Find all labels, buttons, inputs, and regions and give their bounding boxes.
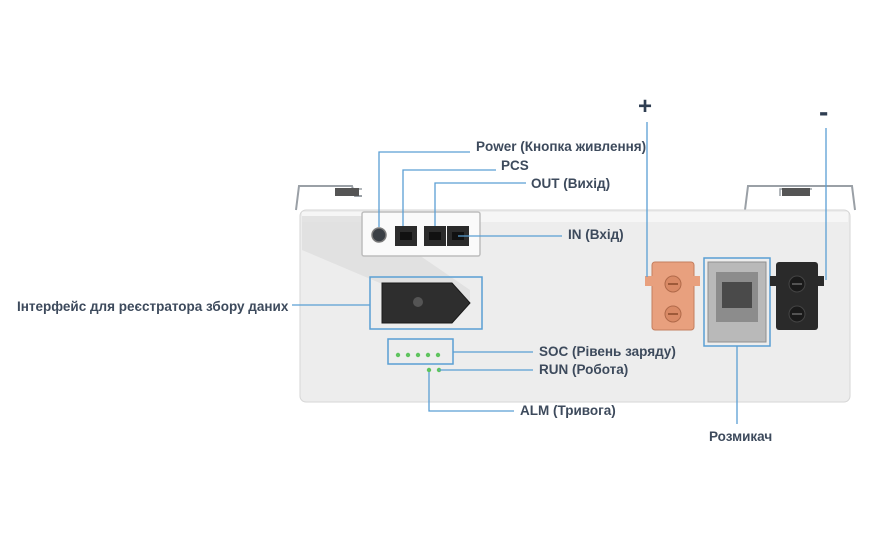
callout-lines [292, 122, 827, 424]
power-button-icon[interactable] [371, 227, 387, 243]
out-callout-line [434, 182, 526, 226]
soc-led-1 [395, 352, 401, 358]
breaker-label: Розмикач [709, 429, 773, 444]
pcs-label: PCS [501, 158, 529, 173]
datalogger-label: Інтерфейс для реєстратора збору даних [17, 299, 289, 314]
soc-led-row [395, 352, 441, 358]
housing-top-highlight [302, 212, 848, 222]
right-handle-clip [782, 188, 810, 196]
pcs-callout-line [402, 169, 496, 226]
negative-terminal [770, 262, 824, 330]
negative-sign: - [819, 96, 829, 127]
positive-terminal [645, 261, 700, 331]
soc-led-5 [435, 352, 441, 358]
left-handle-clip [335, 188, 359, 196]
alm-led [426, 367, 432, 373]
in-label: IN (Вхід) [568, 227, 624, 242]
alm-label: ALM (Тривога) [520, 403, 616, 418]
out-port [424, 226, 446, 246]
datalogger-socket [381, 282, 471, 324]
run-label: RUN (Робота) [539, 362, 629, 377]
power-callout-line [378, 151, 470, 227]
soc-label: SOC (Рівень заряду) [539, 344, 676, 359]
datalogger-highlight-box [369, 276, 483, 330]
alm-callout-line [428, 372, 514, 412]
port-recess-shadow [302, 216, 470, 300]
soc-led-4 [425, 352, 431, 358]
out-label: OUT (Вихід) [531, 176, 611, 191]
breaker [707, 261, 767, 343]
soc-led-3 [415, 352, 421, 358]
soc-led-2 [405, 352, 411, 358]
pcs-port [395, 226, 417, 246]
power-label: Power (Кнопка живлення) [476, 139, 647, 154]
positive-sign: + [638, 93, 653, 120]
datalogger-socket-pin [413, 297, 423, 307]
